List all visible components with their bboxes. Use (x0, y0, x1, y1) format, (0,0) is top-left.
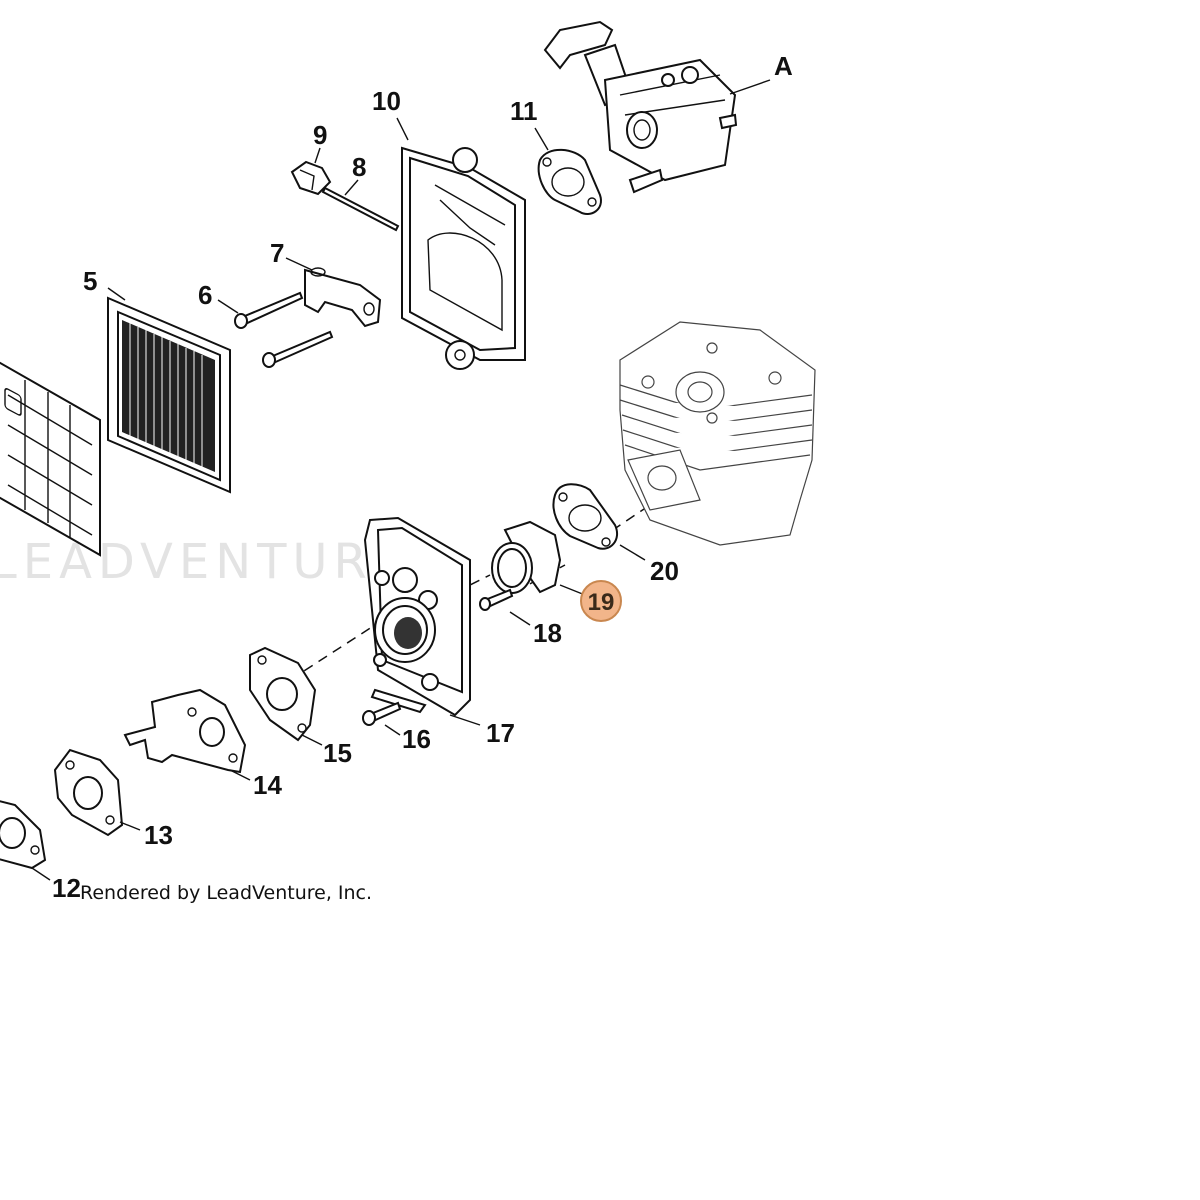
leader-lines (31, 79, 771, 881)
part-gasket-11[interactable] (537, 148, 602, 215)
part-nut-9[interactable] (290, 160, 332, 196)
part-air-filter[interactable] (107, 296, 231, 494)
part-gasket-20[interactable] (552, 483, 618, 550)
callout-19[interactable]: 19 (588, 589, 615, 616)
part-prefilter[interactable] (0, 360, 101, 557)
callout-14[interactable]: 14 (253, 770, 282, 800)
callout-9[interactable]: 9 (313, 120, 327, 150)
watermark-text: LEADVENTURE (0, 534, 409, 590)
part-bracket-14[interactable] (123, 688, 247, 774)
callout-11[interactable]: 11 (510, 96, 538, 126)
callout-18[interactable]: 18 (533, 618, 562, 648)
callout-10[interactable]: 10 (372, 86, 401, 116)
callout-12[interactable]: 12 (52, 873, 81, 903)
callout-a[interactable]: A (774, 51, 793, 81)
part-carburetor-a[interactable] (543, 20, 738, 194)
credit-text: Rendered by LeadVenture, Inc. (80, 882, 372, 904)
highlight-circle-19[interactable] (580, 580, 622, 622)
part-screw-18[interactable] (479, 588, 514, 611)
callout-6[interactable]: 6 (198, 280, 212, 310)
callout-7[interactable]: 7 (270, 238, 284, 268)
callout-17[interactable]: 17 (486, 718, 515, 748)
callout-15[interactable]: 15 (323, 738, 352, 768)
part-gasket-12[interactable] (0, 800, 47, 870)
part-screws-6[interactable] (234, 291, 334, 368)
callout-labels: A 5 6 7 8 9 10 11 12 13 14 15 16 17 18 1… (52, 51, 793, 903)
part-gasket-13[interactable] (53, 748, 124, 837)
part-gasket-15[interactable] (249, 646, 317, 742)
part-intake-manifold-19[interactable] (491, 520, 562, 594)
callout-13[interactable]: 13 (144, 820, 173, 850)
callout-20[interactable]: 20 (650, 556, 679, 586)
callout-16[interactable]: 16 (402, 724, 431, 754)
engine-cylinder (619, 321, 816, 546)
part-filter-housing-10[interactable] (401, 146, 526, 370)
part-bracket-7[interactable] (304, 267, 382, 328)
part-flange-box-17[interactable] (363, 516, 471, 717)
callout-5[interactable]: 5 (83, 266, 97, 296)
part-rod-8[interactable] (321, 186, 400, 232)
part-screw-16[interactable] (362, 701, 402, 726)
callout-8[interactable]: 8 (352, 152, 366, 182)
